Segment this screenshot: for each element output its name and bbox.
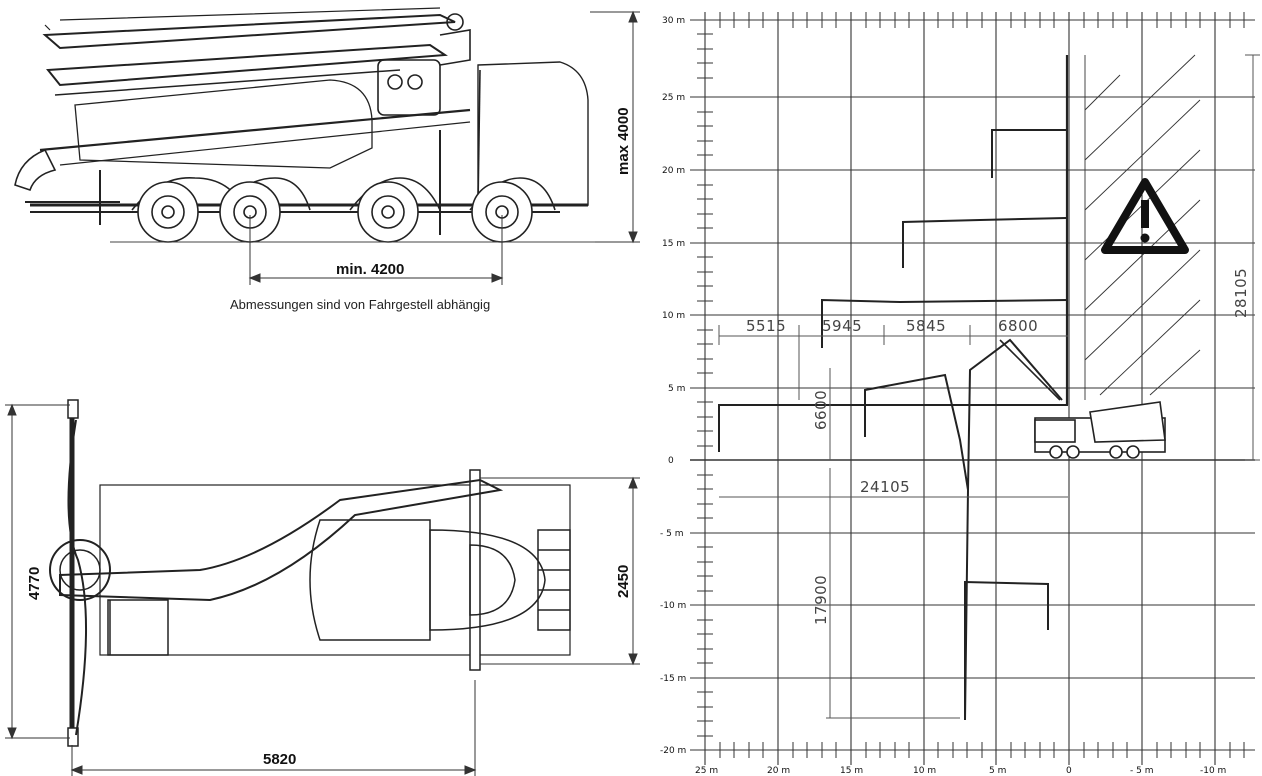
x-tick-label: - 5 m (1130, 766, 1153, 776)
warning-triangle-icon (1101, 178, 1189, 254)
outrigger-span-dimension (5, 403, 70, 740)
boom-positions (718, 55, 1069, 721)
reach-diagram-truck (1034, 401, 1166, 459)
height-dim-label: max 4000 (615, 107, 632, 175)
chassis-note: Abmessungen sind von Fahrgestell abhängi… (230, 297, 490, 312)
y-tick-label: -10 m (660, 601, 686, 611)
side-view-wheels (137, 181, 533, 243)
hatched-zone (1084, 54, 1201, 400)
outrigger-length-label: 5820 (263, 751, 296, 768)
reach-ticks (697, 12, 1245, 758)
x-tick-label: 0 (1066, 766, 1072, 776)
wheelbase-dim-label: min. 4200 (336, 261, 404, 278)
height-dimension (590, 10, 640, 244)
y-tick-label: 5 m (668, 384, 685, 394)
x-tick-label: 5 m (989, 766, 1006, 776)
x-tick-label: -10 m (1200, 766, 1226, 776)
y-tick-label: 15 m (662, 239, 685, 249)
y-tick-label: - 5 m (660, 529, 683, 539)
y-tick-label: 30 m (662, 16, 685, 26)
reach-dim-seg4: 6800 (998, 317, 1038, 335)
wheelbase-dimension (248, 215, 504, 285)
x-tick-label: 10 m (913, 766, 936, 776)
reach-dim-depth: 17900 (812, 575, 830, 625)
y-tick-label: 10 m (662, 311, 685, 321)
vehicle-width-label: 2450 (615, 565, 632, 598)
reach-grid (690, 12, 1255, 765)
outrigger-length-dimension (70, 680, 477, 776)
reach-dimension-lines (718, 54, 1260, 719)
x-tick-label: 20 m (767, 766, 790, 776)
reach-dim-seg3: 5845 (906, 317, 946, 335)
reach-dim-height-low: 6600 (812, 390, 830, 430)
y-tick-label: 20 m (662, 166, 685, 176)
x-axis-labels: 25 m 20 m 15 m 10 m 5 m 0 - 5 m -10 m (695, 766, 1226, 776)
y-tick-label: -15 m (660, 674, 686, 684)
reach-dim-max-height: 28105 (1232, 268, 1250, 318)
outrigger-span-label: 4770 (26, 567, 43, 600)
reach-dim-horizontal: 24105 (860, 478, 910, 496)
y-tick-label: 25 m (662, 93, 685, 103)
x-tick-label: 25 m (695, 766, 718, 776)
reach-dim-seg2: 5945 (822, 317, 862, 335)
top-view-drawing (49, 399, 571, 747)
y-tick-label: 0 (668, 456, 674, 466)
y-tick-label: -20 m (660, 746, 686, 756)
vehicle-width-dimension (480, 476, 640, 666)
side-view-drawing (14, 7, 589, 235)
reach-dim-seg1: 5515 (746, 317, 786, 335)
y-axis-labels: 30 m 25 m 20 m 15 m 10 m 5 m 0 - 5 m -10… (660, 16, 686, 756)
x-tick-label: 15 m (840, 766, 863, 776)
